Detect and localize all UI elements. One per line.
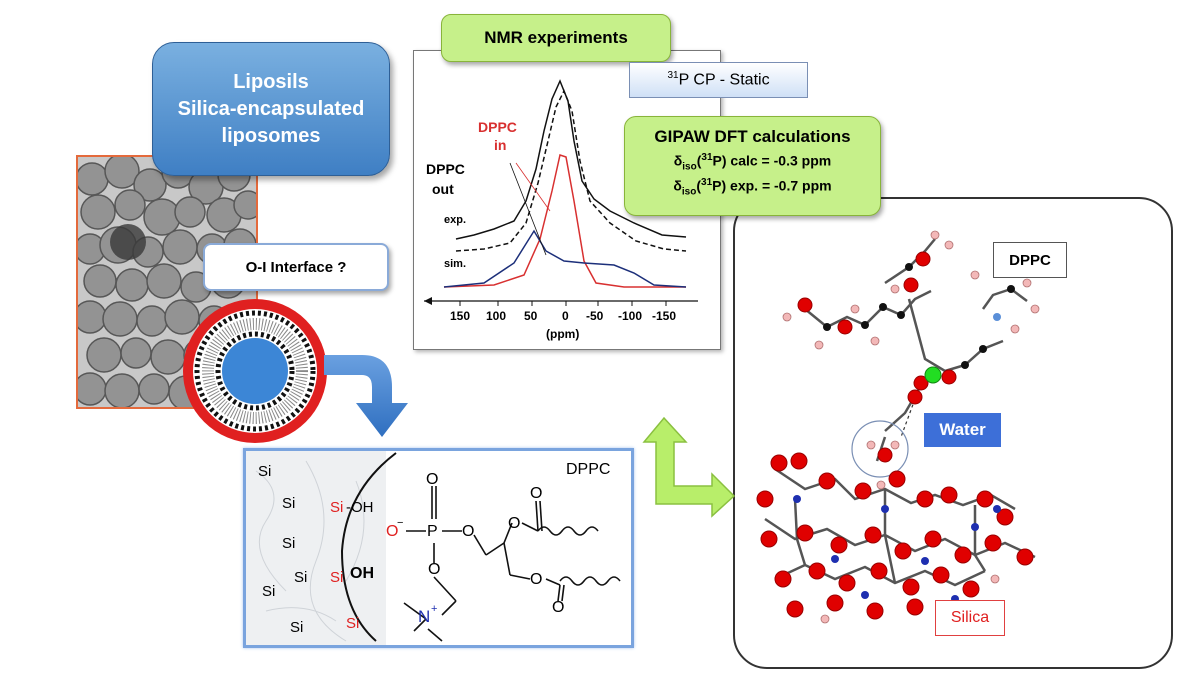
liposils-subtitle-1: Silica-encapsulated bbox=[177, 97, 365, 120]
dppc-structure-label: DPPC bbox=[566, 461, 611, 478]
dppc-model-label: DPPC bbox=[993, 242, 1067, 278]
ester-o-label: O bbox=[462, 523, 475, 540]
silica-si-label: Si bbox=[346, 615, 360, 632]
liposils-title: Liposils bbox=[233, 70, 309, 93]
dppc-in-label-1: DPPC bbox=[478, 119, 517, 135]
acyl-o-label: O bbox=[508, 515, 521, 532]
liposils-subtitle-2: liposomes bbox=[221, 124, 321, 147]
x-tick-label: -150 bbox=[652, 309, 677, 323]
x-tick-label: 50 bbox=[524, 309, 538, 323]
exp-label: exp. bbox=[444, 214, 467, 226]
cp-static-box: 31P CP - Static bbox=[629, 62, 808, 98]
cp-mass-number: 31 bbox=[667, 70, 679, 82]
x-tick-label: -50 bbox=[586, 309, 604, 323]
gipaw-box: GIPAW DFT calculations δiso(31P) calc = … bbox=[624, 116, 881, 216]
dppc-out-label-1: DPPC bbox=[426, 161, 465, 177]
phosphorus-label: P bbox=[427, 523, 438, 540]
ammonium-plus-sign: + bbox=[431, 603, 438, 615]
curved-arrow-icon bbox=[324, 355, 408, 437]
nmr-experiments-label: NMR experiments bbox=[484, 28, 628, 47]
choline-o-label: O bbox=[428, 561, 441, 578]
silanol-si-label: Si bbox=[330, 499, 344, 516]
oi-interface-label: O-I Interface ? bbox=[245, 258, 347, 276]
silanol-oh-bold-label: OH bbox=[350, 565, 374, 582]
dppc-in-label-2: in bbox=[494, 137, 507, 153]
gipaw-title: GIPAW DFT calculations bbox=[654, 127, 851, 146]
x-tick-label: 150 bbox=[450, 309, 471, 323]
acyl-o-label: O bbox=[530, 571, 543, 588]
dppc-out-label-2: out bbox=[432, 181, 454, 197]
phosphate-o-minus-label: O bbox=[386, 523, 399, 540]
x-tick-label: -100 bbox=[618, 309, 643, 323]
ammonium-n-label: N bbox=[418, 607, 431, 626]
molecular-model-image bbox=[756, 230, 1040, 624]
double-arrow-icon bbox=[642, 416, 736, 518]
gipaw-calc-line: δiso(31P) calc = -0.3 ppm bbox=[673, 152, 832, 173]
nmr-experiments-box: NMR experiments bbox=[441, 14, 671, 62]
liposils-box: Liposils Silica-encapsulated liposomes bbox=[152, 42, 390, 176]
silica-model-label: Silica bbox=[935, 600, 1005, 636]
phosphate-o-label: O bbox=[426, 471, 439, 488]
si-atom-label: Si bbox=[290, 619, 304, 636]
liposome-schematic bbox=[183, 299, 327, 443]
x-tick-label: 0 bbox=[562, 309, 569, 323]
si-atom-label: Si bbox=[294, 569, 308, 586]
gipaw-exp-line: δiso(31P) exp. = -0.7 ppm bbox=[673, 177, 832, 198]
phosphate-minus-sign: − bbox=[397, 517, 404, 529]
chemical-structure-panel: DPPC Si Si Si Si Si Si Si -OH Si OH Si O… bbox=[243, 448, 634, 648]
cp-static-label: P CP - Static bbox=[678, 71, 770, 89]
x-axis-unit: (ppm) bbox=[546, 327, 580, 341]
water-model-label: Water bbox=[924, 413, 1001, 447]
nmr-spectrum-panel: DPPC in DPPC out exp. sim. 150 100 50 0 … bbox=[413, 50, 721, 350]
silanol-si-label: Si bbox=[330, 569, 344, 586]
si-atom-label: Si bbox=[282, 535, 296, 552]
carbonyl-o-label: O bbox=[530, 485, 543, 502]
si-atom-label: Si bbox=[258, 463, 272, 480]
nmr-spectrum-plot bbox=[424, 79, 698, 306]
sim-label: sim. bbox=[444, 258, 467, 270]
si-atom-label: Si bbox=[282, 495, 296, 512]
si-atom-label: Si bbox=[262, 583, 276, 600]
x-tick-label: 100 bbox=[486, 309, 507, 323]
dppc-silica-structure bbox=[246, 451, 621, 645]
oi-interface-box: O-I Interface ? bbox=[203, 243, 389, 291]
silanol-oh-label: -OH bbox=[346, 499, 374, 516]
carbonyl-o-label: O bbox=[552, 599, 565, 616]
